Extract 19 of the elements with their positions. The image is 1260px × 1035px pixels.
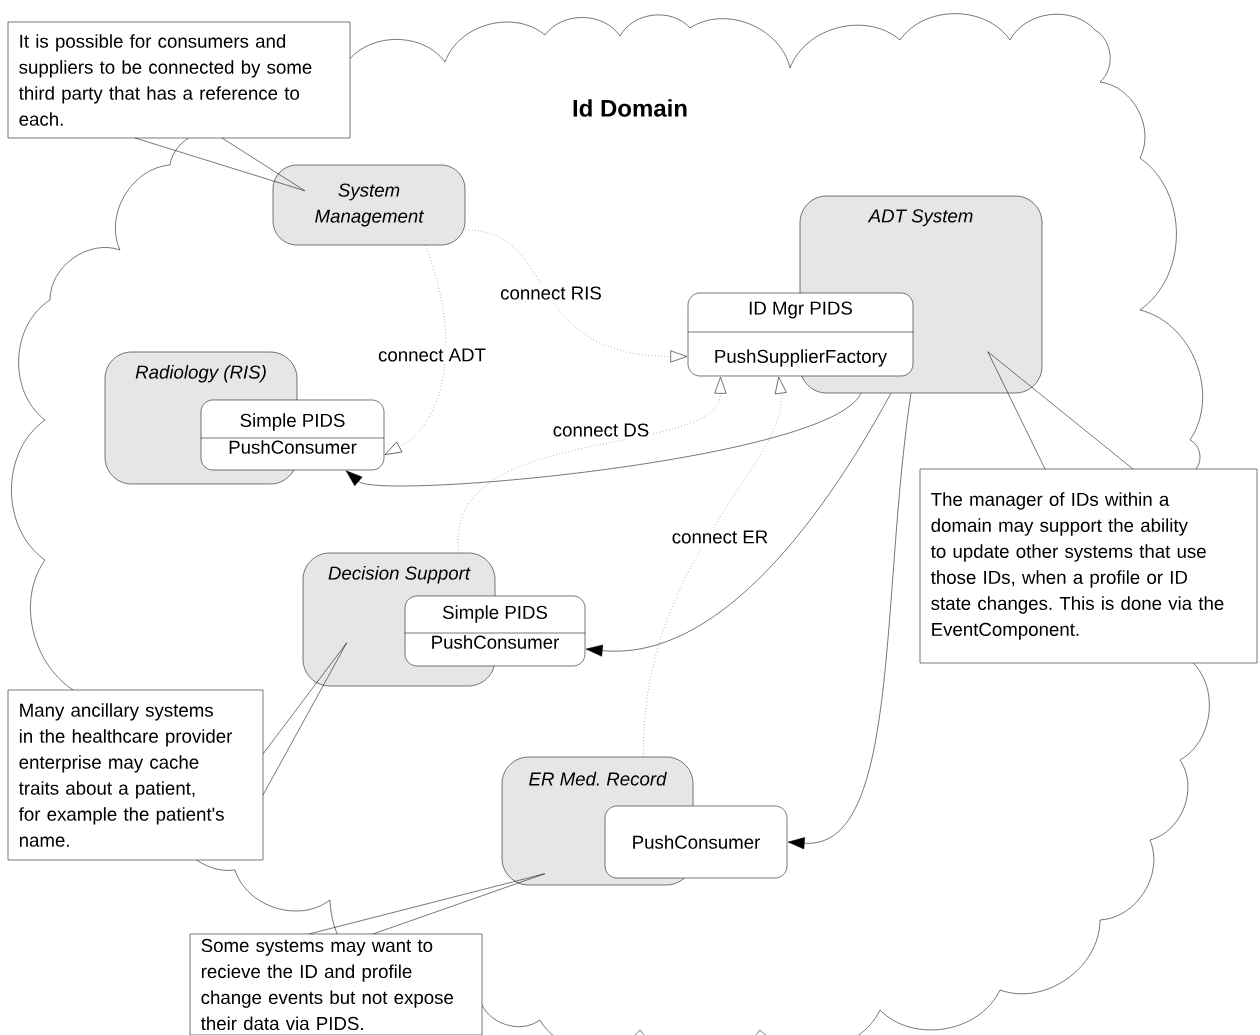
interface-box: ID Mgr PIDS PushSupplierFactory bbox=[687, 292, 914, 377]
callout-box: Some systems may want to recieve the ID and profile change events but not expose their data via PIDS. bbox=[189, 933, 483, 1035]
leader-line bbox=[134, 137, 305, 191]
arrow bbox=[384, 245, 446, 455]
arrow bbox=[345, 393, 862, 487]
leader-line bbox=[308, 873, 545, 935]
arrow bbox=[787, 393, 912, 850]
callout-box: It is possible for consumers and suppliers to be connected by some third party that has a reference to each. bbox=[7, 21, 351, 139]
interface-box: Simple PIDS PushConsumer bbox=[404, 595, 586, 667]
arrow bbox=[458, 376, 727, 553]
arrow bbox=[585, 393, 892, 657]
arrow bbox=[643, 376, 787, 757]
leader-line bbox=[262, 642, 347, 796]
interface-box: Simple PIDS PushConsumer bbox=[200, 399, 385, 471]
title: Id Domain bbox=[573, 99, 687, 117]
system-box: System Management bbox=[272, 164, 466, 246]
leader-line bbox=[987, 351, 1134, 470]
interface-box: PushConsumer bbox=[604, 805, 788, 879]
arrow bbox=[465, 229, 688, 363]
